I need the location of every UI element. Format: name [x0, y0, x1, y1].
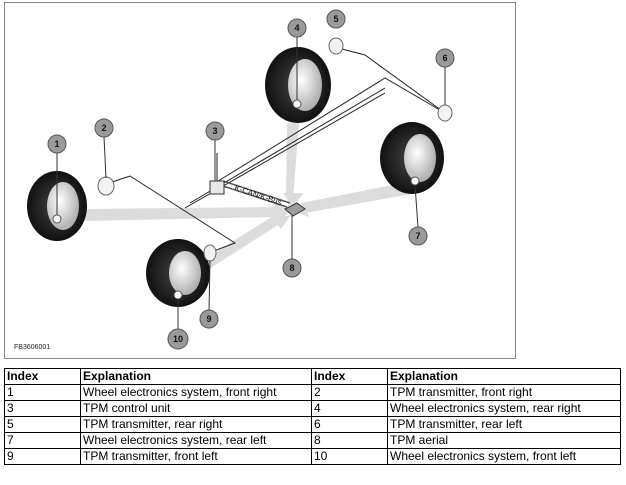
tpm-aerial — [284, 202, 306, 217]
tpm-control-unit — [209, 180, 225, 195]
table-cell: 2 — [311, 384, 388, 401]
table-cell: TPM transmitter, rear left — [387, 416, 621, 433]
table-row: 5 TPM transmitter, rear right 6 TPM tran… — [4, 416, 621, 433]
callout-1: 1 — [47, 134, 67, 154]
callout-2: 2 — [94, 118, 114, 138]
callout-6-label: 6 — [442, 53, 447, 63]
table-cell: TPM transmitter, rear right — [80, 416, 312, 433]
header-explanation-1: Explanation — [80, 368, 312, 385]
header-index-2: Index — [311, 368, 388, 385]
table-cell: 8 — [311, 432, 388, 449]
table-cell: TPM aerial — [387, 432, 621, 449]
callout-leaders — [56, 37, 446, 330]
wheel-rear-left — [380, 122, 444, 194]
bus-label: K-CAN/K-Bus — [233, 183, 282, 207]
table-cell: Wheel electronics system, front left — [387, 448, 621, 465]
wheel-front-left — [146, 239, 210, 307]
header-explanation-2: Explanation — [387, 368, 621, 385]
diagram-figure: K-CAN/K-Bus 1 2 3 4 — [4, 2, 516, 359]
callout-6: 6 — [435, 48, 455, 68]
signal-arrow-rear-right — [286, 123, 299, 198]
table-cell: 5 — [4, 416, 81, 433]
table-cell: TPM control unit — [80, 400, 312, 417]
table-cell: 4 — [311, 400, 388, 417]
callout-2-label: 2 — [101, 123, 106, 133]
header-index-1: Index — [4, 368, 81, 385]
figure-code: FB3606001 — [14, 344, 51, 351]
tpm-transmitter-front-left — [203, 244, 217, 262]
callout-8: 8 — [282, 258, 302, 278]
k-can-bus-lines — [219, 180, 291, 208]
table-row: 1 Wheel electronics system, front right … — [4, 384, 621, 401]
callout-4-label: 4 — [294, 23, 299, 33]
callout-8-label: 8 — [289, 263, 294, 273]
signal-arrow-front-right — [85, 207, 275, 221]
callout-7: 7 — [408, 226, 428, 246]
table-row: 7 Wheel electronics system, rear left 8 … — [4, 432, 621, 449]
tpm-system-diagram: K-CAN/K-Bus 1 2 3 4 — [27, 9, 455, 350]
callout-3-label: 3 — [212, 126, 217, 136]
callout-5: 5 — [326, 9, 346, 29]
callout-3: 3 — [205, 121, 225, 141]
table-cell: Wheel electronics system, rear left — [80, 432, 312, 449]
callout-4: 4 — [287, 18, 307, 38]
callout-10: 10 — [167, 328, 189, 350]
table-cell: TPM transmitter, front left — [80, 448, 312, 465]
table-cell: 7 — [4, 432, 81, 449]
signal-arrow-front-left — [195, 211, 287, 273]
callout-7-label: 7 — [415, 231, 420, 241]
legend-table: Index Explanation Index Explanation 1 Wh… — [4, 368, 621, 465]
callout-9-label: 9 — [206, 314, 211, 324]
table-cell: 9 — [4, 448, 81, 465]
tpm-transmitter-rear-left — [437, 104, 453, 122]
callout-10-label: 10 — [173, 334, 183, 344]
signal-arrows — [85, 123, 417, 273]
wheel-rear-right — [265, 47, 331, 123]
table-cell: TPM transmitter, front right — [387, 384, 621, 401]
table-cell: 1 — [4, 384, 81, 401]
table-cell: 10 — [311, 448, 388, 465]
table-cell: Wheel electronics system, rear right — [387, 400, 621, 417]
tpm-transmitter-rear-right — [328, 37, 344, 55]
legend-header-row: Index Explanation Index Explanation — [4, 368, 621, 385]
tpm-transmitter-front-right — [97, 176, 115, 196]
callout-9: 9 — [199, 309, 219, 329]
signal-arrow-rear-left — [301, 181, 417, 213]
table-cell: 6 — [311, 416, 388, 433]
table-row: 9 TPM transmitter, front left 10 Wheel e… — [4, 448, 621, 465]
callout-1-label: 1 — [54, 139, 59, 149]
callout-5-label: 5 — [333, 14, 338, 24]
table-row: 3 TPM control unit 4 Wheel electronics s… — [4, 400, 621, 417]
table-cell: Wheel electronics system, front right — [80, 384, 312, 401]
table-cell: 3 — [4, 400, 81, 417]
